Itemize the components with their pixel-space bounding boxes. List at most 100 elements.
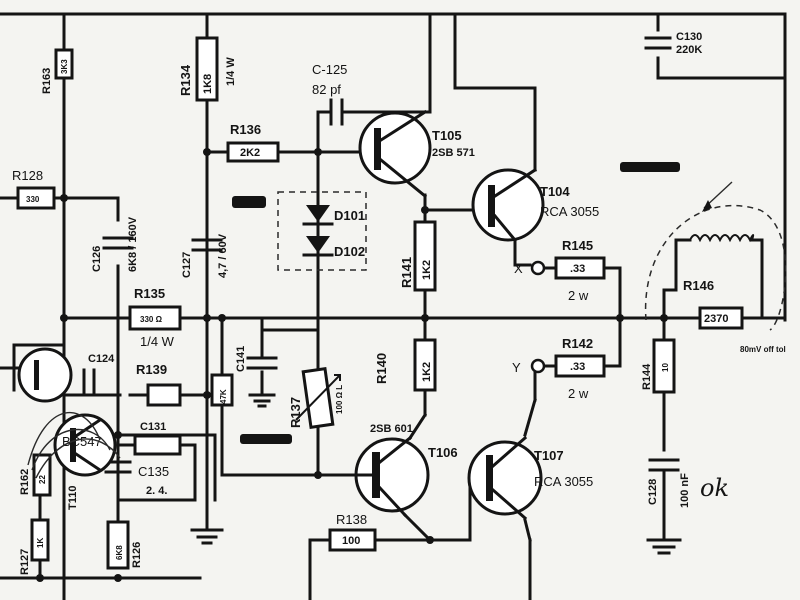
r128-value: 330 (26, 195, 40, 204)
r135-value: 330 Ω (140, 315, 163, 324)
r140-value: 1K2 (421, 362, 433, 382)
node-y: Y (512, 358, 546, 375)
resistor-r135: R135 330 Ω 1/4 W (128, 286, 182, 349)
t106-part: 2SB 601 (370, 423, 413, 435)
c130-value: 220K (676, 44, 702, 56)
r145-ref: R145 (562, 238, 593, 253)
c126-value: 6K8 / 160V (127, 216, 139, 272)
c124-ref: C124 (88, 353, 115, 365)
r145-rating: 2 w (568, 288, 589, 303)
capacitor-c141: C141 (235, 346, 278, 372)
ground-icon (646, 538, 682, 555)
resistor-r134: R134 1K8 1/4 W (178, 36, 237, 102)
r141-ref: R141 (399, 257, 414, 288)
c128-ref: C128 (647, 479, 659, 505)
coil-note: 80mV off tol (740, 345, 786, 354)
r142-rating: 2 w (568, 386, 589, 401)
r142-value: .33 (570, 361, 585, 373)
r143-value: 47K (219, 389, 228, 404)
r126-ref: R126 (131, 542, 143, 568)
d101-ref: D101 (334, 208, 365, 223)
r134-ref: R134 (178, 64, 193, 96)
node-y-label: Y (512, 360, 521, 375)
t110-part: BC547 (62, 434, 102, 449)
ground-symbols (190, 393, 682, 555)
r134-value: 1K8 (202, 74, 214, 94)
diode-pair: D101 D102 (277, 191, 367, 271)
c125-value: 82 pf (312, 82, 341, 97)
r134-rating: 1/4 W (225, 57, 237, 86)
t107-ref: T107 (534, 448, 564, 463)
t104-ref: T104 (540, 184, 570, 199)
r141-value: 1K2 (421, 260, 433, 280)
resistor-r146: 2370 (698, 306, 744, 330)
resistor-r137-trimmer: R137 100 Ω L (288, 367, 344, 429)
resistor-r136: R136 2K2 (226, 122, 280, 163)
r126-value: 6K8 (115, 545, 124, 560)
resistor-r126: 6K8 R126 (106, 520, 143, 570)
r138-value: 100 (342, 535, 360, 547)
ground-icon (248, 393, 276, 408)
transistor-t104: T104 RCA 3055 (471, 167, 599, 243)
t104-part: RCA 3055 (540, 204, 599, 219)
r162-value: 22 (38, 475, 47, 484)
t105-part: 2SB 571 (432, 147, 475, 159)
r145-value: .33 (570, 263, 585, 275)
r135-rating: 1/4 W (140, 334, 175, 349)
transistor-t106: T106 2SB 601 (353, 423, 458, 518)
c130-ref: C130 (676, 31, 702, 43)
c141-ref: C141 (235, 346, 247, 372)
resistor-r143: 47K (210, 373, 234, 407)
resistor-r128: R128 330 (12, 168, 56, 210)
resistor-r163: R163 3K3 (41, 48, 74, 94)
c126-ref: C126 (91, 246, 103, 272)
r127-value: 1K (36, 538, 45, 548)
capacitor-c125: C-125 82 pf (312, 62, 347, 126)
capacitor-c127: C127 4,7 / 60V (181, 233, 229, 278)
resistor-r127: R127 1K (19, 518, 50, 575)
transistor-t107: T107 RCA 3055 (467, 435, 593, 521)
r146-value: 2370 (704, 313, 728, 325)
capacitor-c128: C128 100 nF (647, 458, 691, 517)
c131-ref: C131 (140, 421, 166, 433)
coil-r146: R146 80mV off tol (644, 181, 787, 354)
ink-marks (232, 162, 680, 444)
t106-ref: T106 (428, 445, 458, 460)
t110-ref: T110 (67, 486, 79, 510)
resistor-r140: R140 1K2 (374, 338, 437, 392)
r140-ref: R140 (374, 353, 389, 384)
c125-ref: C-125 (312, 62, 347, 77)
c135-value: 2. 4. (146, 485, 167, 497)
c127-ref: C127 (181, 252, 193, 278)
r144-ref: R144 (641, 363, 653, 390)
r162-ref: R162 (19, 469, 31, 495)
resistor-r162: R162 22 (19, 453, 52, 497)
t107-part: RCA 3055 (534, 474, 593, 489)
r163-ref: R163 (41, 68, 53, 94)
r127-ref: R127 (19, 549, 31, 575)
capacitor-c126: C126 6K8 / 160V (91, 216, 139, 272)
c127-value: 4,7 / 60V (217, 233, 229, 278)
capacitor-c130: C130 220K (644, 31, 702, 56)
r138-ref: R138 (336, 512, 367, 527)
c128-value: 100 nF (679, 473, 691, 508)
r137-ref: R137 (288, 397, 303, 428)
c135-ref: C135 (138, 464, 169, 479)
ground-icon (190, 528, 224, 545)
hand-drawn-wires (27, 411, 121, 479)
r128-ref: R128 (12, 168, 43, 183)
resistor-r142: R142 .33 2 w (554, 336, 606, 401)
resistor-r139: R139 (136, 362, 182, 407)
r136-ref: R136 (230, 122, 261, 137)
r144-value: 10 (661, 363, 670, 372)
r137-value: 100 Ω L (335, 385, 344, 414)
transistor-t105: T105 2SB 571 (358, 109, 475, 199)
circuit-wires (0, 12, 787, 600)
r136-value: 2K2 (240, 147, 260, 159)
r142-ref: R142 (562, 336, 593, 351)
junction-dots (36, 148, 668, 582)
handwritten-ok: ok (700, 474, 729, 502)
resistor-r131: C131 (133, 421, 182, 456)
resistor-r138: R138 100 (328, 512, 377, 552)
